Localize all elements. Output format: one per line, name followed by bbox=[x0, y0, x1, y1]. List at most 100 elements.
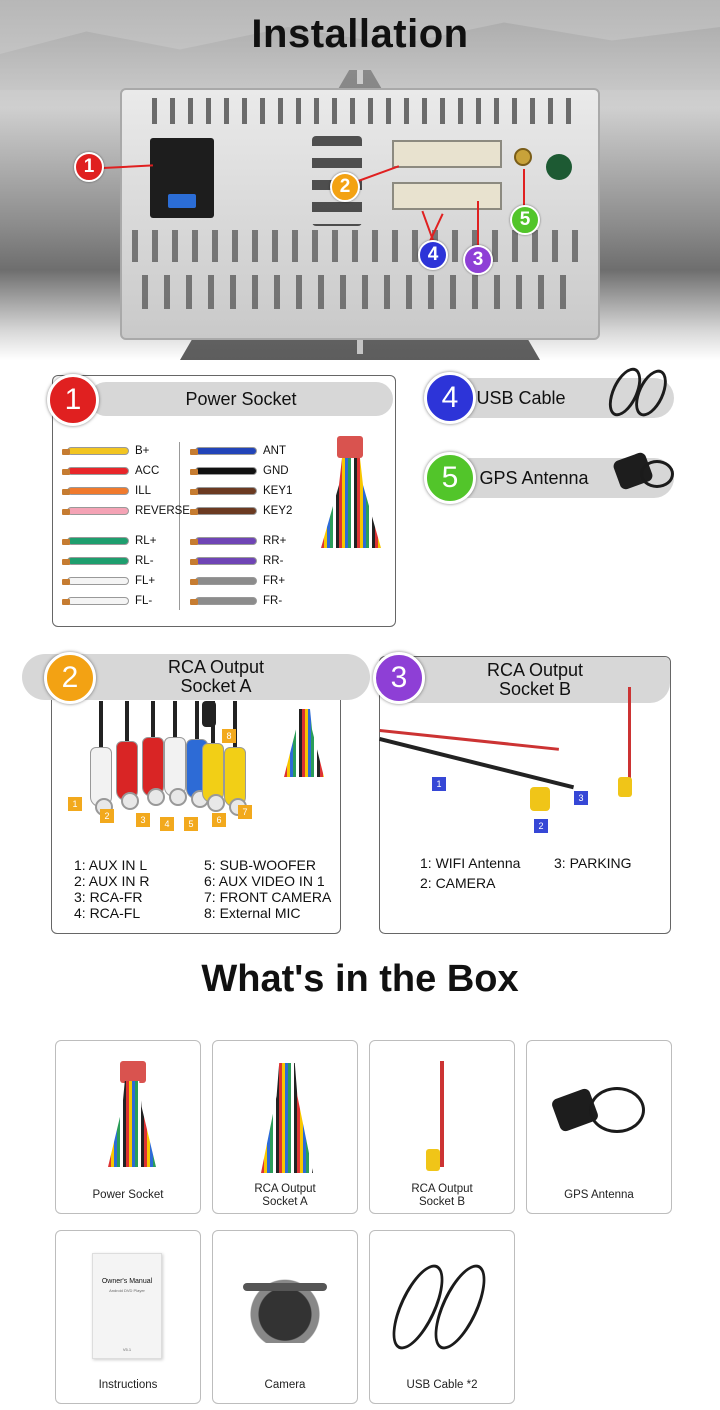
rca-plug bbox=[90, 747, 113, 816]
rca-cable bbox=[99, 701, 103, 751]
rca-cable bbox=[233, 701, 237, 751]
rca-a-mini-image bbox=[284, 709, 324, 777]
wire-row: KEY2 bbox=[190, 502, 293, 520]
marker-4: 4 bbox=[418, 240, 448, 270]
gps-antenna-title: GPS Antenna bbox=[479, 467, 589, 488]
rca-a-tag: 2 bbox=[100, 809, 114, 823]
rca-socket-b-title: RCA Output Socket B bbox=[486, 660, 584, 699]
marker-3: 3 bbox=[463, 245, 493, 275]
power-harness-image bbox=[321, 458, 381, 548]
wire-swatch bbox=[62, 597, 129, 605]
box-item-label: Camera bbox=[264, 1379, 306, 1391]
rca-a-tag: 5 bbox=[184, 817, 198, 831]
wire-row: ANT bbox=[190, 442, 286, 460]
rca-a-legend-item: 3: RCA-FR bbox=[74, 889, 143, 905]
wire-label: B+ bbox=[135, 445, 150, 457]
wire-list-divider bbox=[179, 442, 180, 610]
power-socket-thumb bbox=[108, 1081, 156, 1167]
rca-a-legend-item: 1: AUX IN L bbox=[74, 857, 148, 873]
marker-2: 2 bbox=[330, 172, 360, 202]
rca-plug bbox=[116, 741, 139, 810]
wire-swatch bbox=[62, 537, 129, 545]
wire-swatch bbox=[190, 537, 257, 545]
rca-b-wire-black bbox=[379, 737, 575, 790]
wire-label: FL+ bbox=[135, 575, 156, 587]
power-socket-title: Power Socket bbox=[185, 388, 297, 409]
wire-swatch bbox=[190, 557, 257, 565]
box-item-label: Instructions bbox=[98, 1379, 158, 1391]
rca-plug bbox=[142, 737, 165, 806]
wire-swatch bbox=[190, 487, 257, 495]
usb-cable-header: USB Cable bbox=[448, 378, 674, 418]
box-item-rca-a: RCA Output Socket A bbox=[212, 1040, 358, 1214]
wire-swatch bbox=[62, 557, 129, 565]
rca-a-legend-item: 2: AUX IN R bbox=[74, 873, 150, 889]
box-item-label: RCA Output Socket B bbox=[411, 1183, 473, 1209]
gps-thumb-coil bbox=[589, 1087, 645, 1133]
wire-swatch bbox=[62, 507, 129, 515]
wire-label: RL+ bbox=[135, 535, 157, 547]
wire-row: FL- bbox=[62, 592, 153, 610]
rca-socket-b-badge: 3 bbox=[373, 652, 425, 704]
wire-swatch bbox=[190, 467, 257, 475]
gps-cable-coil bbox=[640, 460, 674, 488]
wire-label: FL- bbox=[135, 595, 153, 607]
wire-swatch bbox=[62, 487, 129, 495]
gps-port bbox=[514, 148, 532, 166]
wire-row: RL+ bbox=[62, 532, 157, 550]
wire-row: FR+ bbox=[190, 572, 285, 590]
wire-label: KEY2 bbox=[263, 505, 293, 517]
rca-plug bbox=[164, 737, 187, 806]
wire-row: FR- bbox=[190, 592, 283, 610]
box-section-title: What's in the Box bbox=[201, 958, 519, 1000]
wire-swatch bbox=[62, 467, 129, 475]
rca-a-legend-item: 4: RCA-FL bbox=[74, 905, 141, 921]
rca-b-thumb-wire bbox=[440, 1061, 444, 1167]
wire-swatch bbox=[62, 577, 129, 585]
mic-plug bbox=[202, 701, 216, 727]
rca-cable bbox=[195, 701, 199, 743]
wire-row: FL+ bbox=[62, 572, 156, 590]
power-connector-port bbox=[150, 138, 214, 218]
rca-a-tag: 4 bbox=[160, 817, 174, 831]
power-socket-badge: 1 bbox=[47, 374, 99, 426]
wire-row: RR+ bbox=[190, 532, 287, 550]
rca-b-side-plug bbox=[618, 777, 632, 797]
box-item-label: RCA Output Socket A bbox=[254, 1183, 316, 1209]
rca-cable bbox=[173, 701, 177, 741]
fuse bbox=[168, 194, 196, 208]
box-item-gps-antenna: GPS Antenna bbox=[526, 1040, 672, 1214]
wire-label: ANT bbox=[263, 445, 286, 457]
marker-1: 1 bbox=[74, 152, 104, 182]
rca-b-legend-item: 3: PARKING bbox=[554, 855, 632, 871]
wire-label: RR+ bbox=[263, 535, 287, 547]
rca-a-tag: 3 bbox=[136, 813, 150, 827]
manual-subtitle: Android DVD Player bbox=[109, 1288, 145, 1293]
rca-cable bbox=[151, 701, 155, 741]
wire-swatch bbox=[190, 577, 257, 585]
box-item-label: USB Cable *2 bbox=[406, 1379, 478, 1391]
rca-cable bbox=[125, 701, 129, 745]
box-item-camera: Camera bbox=[212, 1230, 358, 1404]
rca-connector-port bbox=[392, 140, 502, 168]
box-item-usb-cable: USB Cable *2 bbox=[369, 1230, 515, 1404]
marker-5: 5 bbox=[510, 205, 540, 235]
wire-label: FR- bbox=[263, 595, 283, 607]
rca-plug bbox=[202, 743, 225, 812]
pointer-line-5 bbox=[523, 169, 525, 207]
rca-socket-b-header: RCA Output Socket B bbox=[380, 657, 670, 703]
box-item-power-socket: Power Socket bbox=[55, 1040, 201, 1214]
rca-b-side-wire bbox=[628, 687, 631, 787]
wire-label: ACC bbox=[135, 465, 160, 477]
wire-row: REVERSE bbox=[62, 502, 190, 520]
rca-b-legend-item: 2: CAMERA bbox=[420, 875, 496, 891]
pointer-line-3 bbox=[477, 201, 479, 249]
gps-antenna-badge: 5 bbox=[424, 452, 476, 504]
rca-a-legend-item: 7: FRONT CAMERA bbox=[204, 889, 332, 905]
wire-swatch bbox=[190, 447, 257, 455]
manual-title: Owner's Manual bbox=[101, 1278, 153, 1285]
wire-label: RL- bbox=[135, 555, 154, 567]
